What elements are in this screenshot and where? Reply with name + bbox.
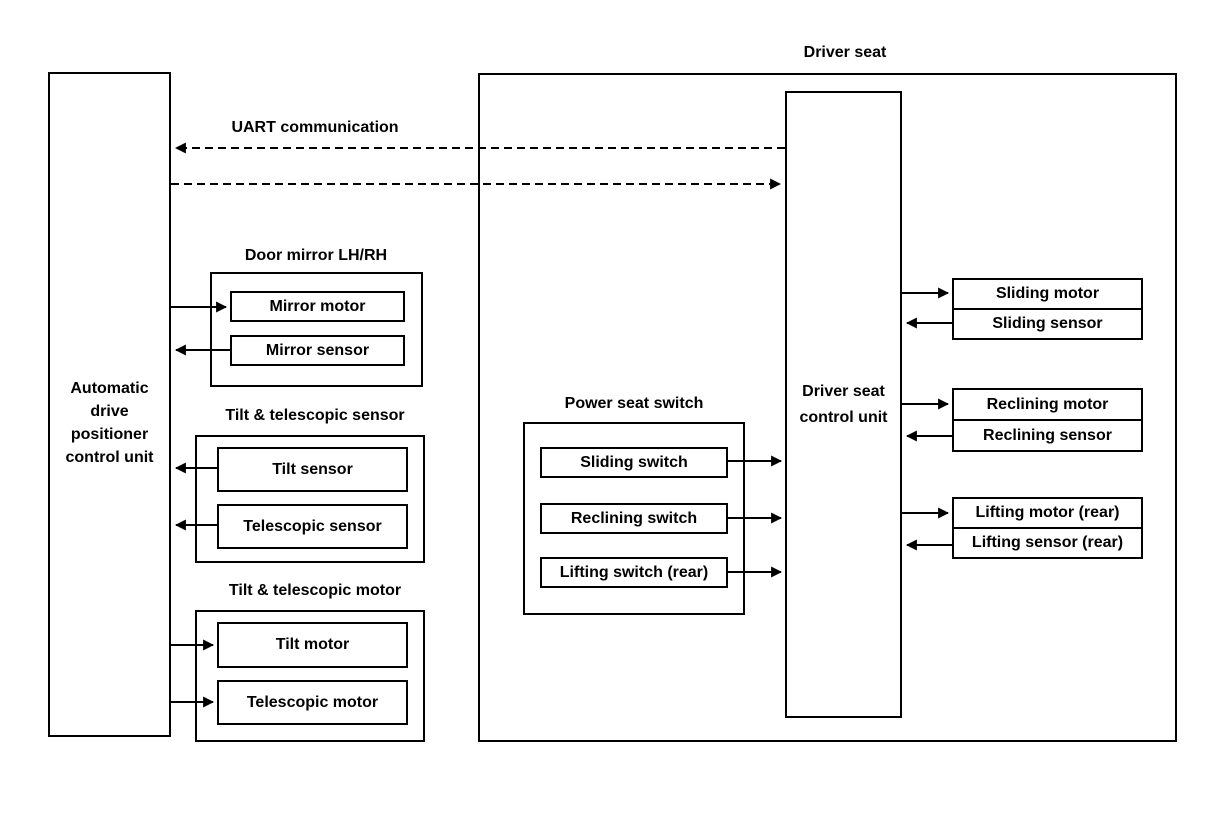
power-seat-switch-group: [523, 422, 745, 615]
driver-seat-title: Driver seat: [803, 44, 887, 61]
sliding-motor-sensor-stack: Sliding motor Sliding sensor: [952, 278, 1143, 340]
lifting-motor-box: Lifting motor (rear): [954, 499, 1141, 529]
ds-control-unit-label-line2: control unit: [799, 408, 888, 426]
sliding-sensor-box: Sliding sensor: [992, 315, 1103, 332]
tilt-motor-box: Tilt motor: [217, 622, 408, 668]
adp-control-unit-label-line3: positioner: [70, 425, 149, 443]
lifting-sensor-box: Lifting sensor (rear): [971, 534, 1124, 551]
driver-seat-enclosure: [478, 73, 1177, 742]
mirror-motor-box: Mirror motor: [230, 291, 405, 322]
lifting-motor-sensor-stack: Lifting motor (rear) Lifting sensor (rea…: [952, 497, 1143, 559]
telescopic-sensor-box: Telescopic sensor: [217, 504, 408, 549]
adp-control-unit: Automatic drive positioner control unit: [48, 72, 171, 737]
uart-communication-label: UART communication: [231, 119, 399, 136]
reclining-motor-sensor-stack: Reclining motor Reclining sensor: [952, 388, 1143, 452]
mirror-sensor-box: Mirror sensor: [230, 335, 405, 366]
tilt-sensor-box: Tilt sensor: [217, 447, 408, 492]
tilt-telescopic-sensor-group: [195, 435, 425, 563]
adp-control-unit-label-line2: drive: [90, 402, 129, 420]
sliding-motor-box: Sliding motor: [954, 280, 1141, 310]
power-seat-switch-group-title: Power seat switch: [564, 395, 704, 412]
adp-control-unit-label-line1: Automatic: [70, 379, 149, 397]
door-mirror-group-title: Door mirror LH/RH: [244, 247, 388, 264]
sliding-switch-box: Sliding switch: [540, 447, 728, 478]
driver-seat-control-unit: Driver seat control unit: [785, 91, 902, 718]
reclining-switch-box: Reclining switch: [540, 503, 728, 534]
tilt-telescopic-sensor-group-title: Tilt & telescopic sensor: [225, 407, 405, 424]
tilt-telescopic-motor-group: [195, 610, 425, 742]
reclining-sensor-box: Reclining sensor: [983, 426, 1112, 444]
adp-control-unit-label-line4: control unit: [65, 448, 154, 466]
door-mirror-group: [210, 272, 423, 387]
reclining-motor-box: Reclining motor: [954, 390, 1141, 421]
lifting-switch-box: Lifting switch (rear): [540, 557, 728, 588]
tilt-telescopic-motor-group-title: Tilt & telescopic motor: [228, 582, 402, 599]
telescopic-motor-box: Telescopic motor: [217, 680, 408, 725]
ds-control-unit-label-line1: Driver seat: [802, 382, 885, 400]
